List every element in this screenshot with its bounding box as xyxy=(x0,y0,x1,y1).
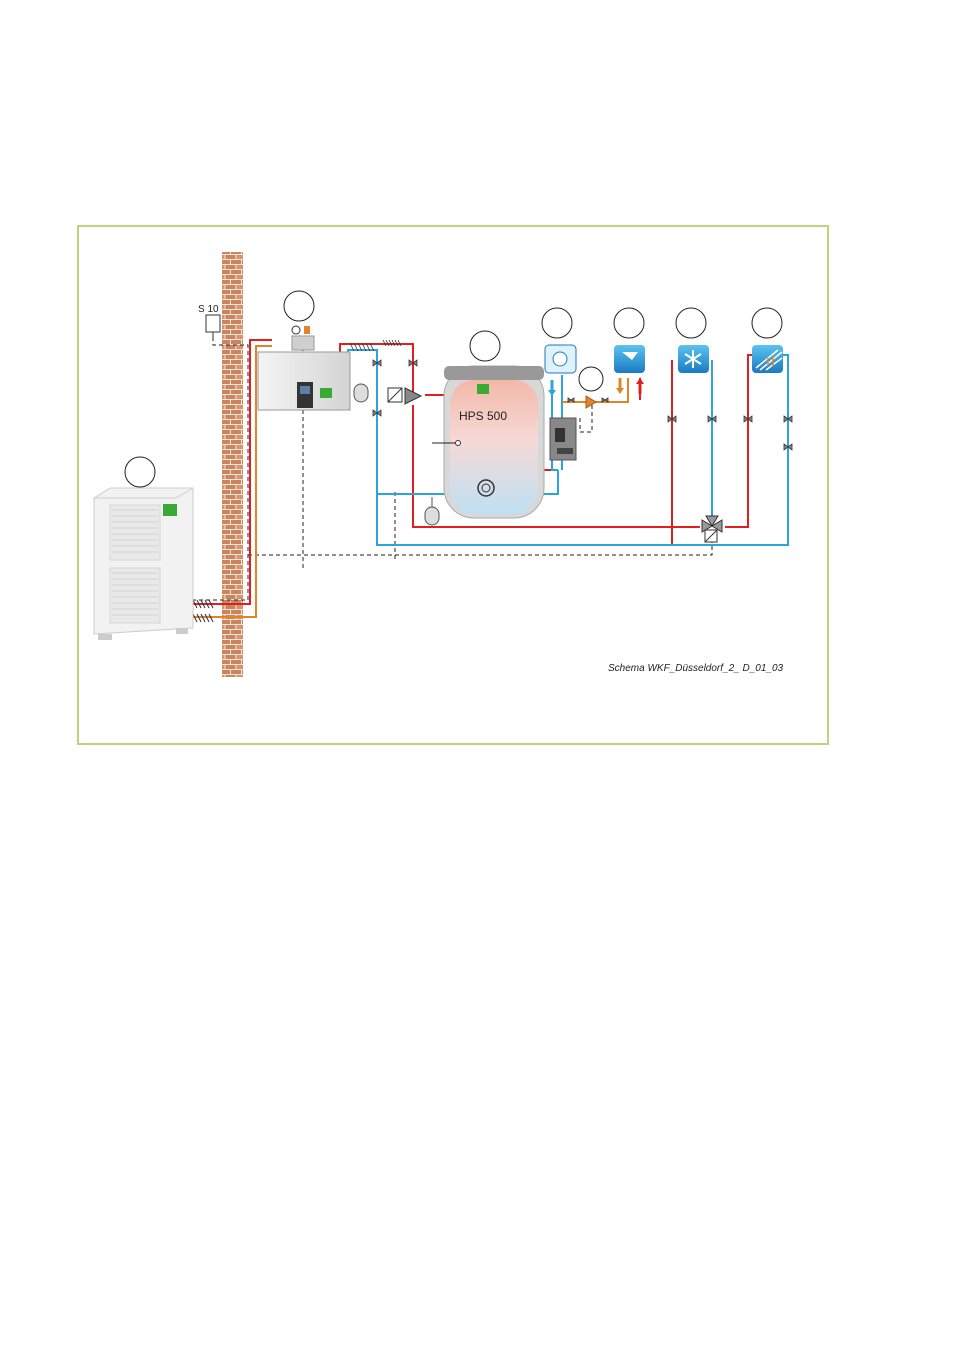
schematic-caption: Schema WKF_Düsseldorf_2_ D_01_03 xyxy=(608,663,784,674)
return-pipes xyxy=(347,349,789,546)
flow-pipes xyxy=(339,343,755,545)
cooling-snowflake-icon xyxy=(678,345,709,373)
hot-water-line xyxy=(562,378,629,403)
storage-tank xyxy=(432,365,545,519)
indoor-hydraulic-module xyxy=(257,325,351,411)
shower-icon xyxy=(614,345,645,394)
three-way-valve-icon xyxy=(387,387,423,405)
wall-sleeves xyxy=(192,599,214,623)
circulation-pump-icon xyxy=(585,395,597,409)
brick-wall xyxy=(222,252,243,677)
diagram-frame xyxy=(77,225,829,745)
fresh-water-station-icon xyxy=(549,417,577,461)
floor-heating-icon xyxy=(752,345,783,373)
tank-label: HPS 500 xyxy=(459,409,507,423)
expansion-vessel-icon xyxy=(353,383,369,403)
drinking-water-icon xyxy=(544,344,577,396)
refrigerant-lines xyxy=(176,339,272,618)
shutoff-valves xyxy=(372,359,793,451)
outdoor-sensor-icon xyxy=(205,314,221,337)
sensor-label: S 10 xyxy=(198,304,219,315)
mixing-valve-icon xyxy=(701,515,723,543)
pipe-insulation xyxy=(349,339,402,352)
outdoor-heat-pump-icon xyxy=(93,487,194,640)
expansion-vessel-icon xyxy=(424,497,440,526)
callout-circles xyxy=(124,290,783,488)
